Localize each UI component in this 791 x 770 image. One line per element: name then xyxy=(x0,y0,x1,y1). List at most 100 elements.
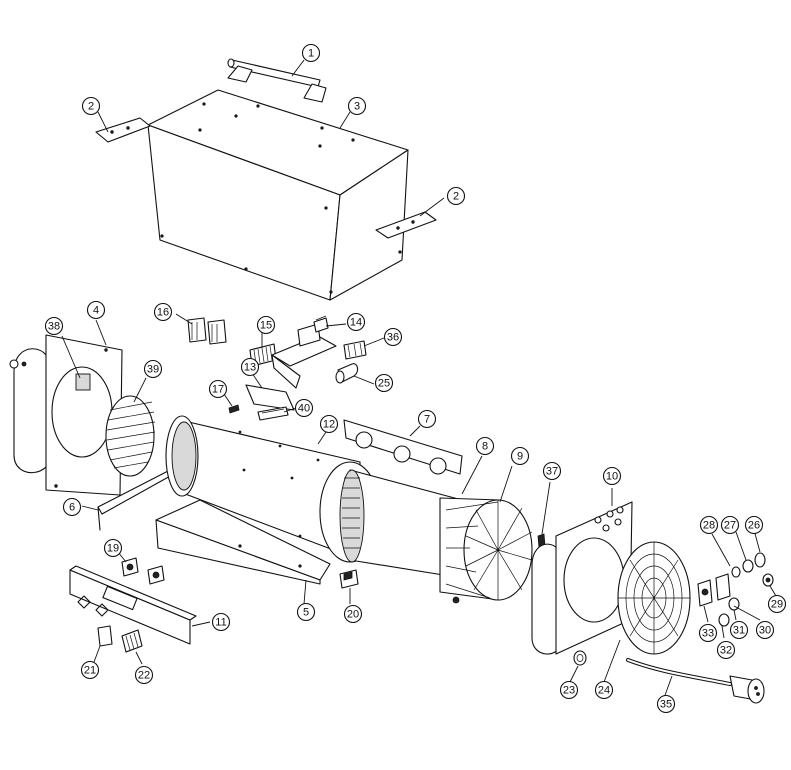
part-capacitor xyxy=(335,363,359,384)
callout-number: 40 xyxy=(298,403,310,415)
callout-circle xyxy=(542,461,562,481)
callout-number: 24 xyxy=(598,685,610,697)
callout-number: 7 xyxy=(424,414,430,426)
callout-number: 17 xyxy=(212,384,224,396)
callout-circle xyxy=(211,612,231,632)
callout-15: 15 xyxy=(256,315,276,335)
callout-circle xyxy=(744,515,764,535)
callout-2: 2 xyxy=(81,96,101,116)
part-relays xyxy=(187,317,227,345)
callout-8: 8 xyxy=(475,436,495,456)
callout-17: 17 xyxy=(208,379,228,399)
callout-number: 29 xyxy=(771,599,783,611)
part-heating-element xyxy=(339,469,463,579)
callout-circle xyxy=(755,620,775,640)
callout-number: 14 xyxy=(350,317,362,329)
callout-number: 38 xyxy=(48,321,60,333)
callout-36: 36 xyxy=(383,327,403,347)
callout-26: 26 xyxy=(744,515,764,535)
callout-28: 28 xyxy=(699,515,719,535)
callout-circle xyxy=(62,497,82,517)
callout-number: 11 xyxy=(215,617,226,629)
callout-circle xyxy=(698,623,718,643)
callout-40: 40 xyxy=(294,398,314,418)
callout-circle xyxy=(343,604,363,624)
part-front-grille xyxy=(617,541,691,655)
callout-circle xyxy=(510,446,530,466)
callout-35: 35 xyxy=(656,694,676,714)
callout-number: 13 xyxy=(244,362,256,374)
callout-circle xyxy=(417,409,437,429)
callout-29: 29 xyxy=(767,594,787,614)
callout-circle xyxy=(296,602,316,622)
callout-circle xyxy=(767,594,787,614)
part-grommet-23 xyxy=(573,650,587,666)
callout-number: 22 xyxy=(138,670,150,682)
callout-number: 12 xyxy=(323,419,335,431)
callout-7: 7 xyxy=(417,409,437,429)
callout-30: 30 xyxy=(755,620,775,640)
part-top-cover xyxy=(147,89,409,301)
callout-19: 19 xyxy=(103,538,123,558)
callout-circle xyxy=(103,538,123,558)
callout-circle xyxy=(294,398,314,418)
callout-number: 1 xyxy=(308,48,314,60)
part-plate-13 xyxy=(245,384,295,411)
part-switches xyxy=(121,557,165,585)
callout-circle xyxy=(319,414,339,434)
callout-4: 4 xyxy=(86,300,106,320)
part-block-20 xyxy=(339,569,359,589)
callout-3: 3 xyxy=(347,96,367,116)
part-screw-17 xyxy=(228,404,240,414)
callout-circle xyxy=(346,312,366,332)
callout-32: 32 xyxy=(716,640,736,660)
part-front-panel xyxy=(531,501,633,655)
callout-5: 5 xyxy=(296,602,316,622)
callout-circle xyxy=(44,316,64,336)
part-drum xyxy=(439,497,533,604)
callout-21: 21 xyxy=(80,660,100,680)
callout-22: 22 xyxy=(134,665,154,685)
callout-number: 37 xyxy=(546,466,558,478)
callout-27: 27 xyxy=(720,515,740,535)
callout-24: 24 xyxy=(594,680,614,700)
callout-circle xyxy=(347,96,367,116)
callout-circle xyxy=(153,302,173,322)
callout-number: 30 xyxy=(759,625,771,637)
callout-number: 23 xyxy=(563,685,575,697)
callout-number: 4 xyxy=(93,305,99,317)
callout-number: 39 xyxy=(147,364,159,376)
callout-circle xyxy=(475,436,495,456)
callout-9: 9 xyxy=(510,446,530,466)
callout-number: 32 xyxy=(720,645,732,657)
callout-10: 10 xyxy=(602,466,622,486)
callout-circle xyxy=(716,640,736,660)
callout-23: 23 xyxy=(559,680,579,700)
callout-circle xyxy=(208,379,228,399)
part-relay-36 xyxy=(343,340,367,360)
callout-number: 28 xyxy=(703,520,715,532)
part-base-tray xyxy=(155,499,331,585)
part-knob-21 xyxy=(97,625,113,647)
callout-number: 15 xyxy=(260,320,272,332)
part-bracket-left xyxy=(95,117,151,143)
callout-number: 25 xyxy=(378,378,390,390)
callout-circle xyxy=(720,515,740,535)
callout-number: 35 xyxy=(660,699,672,711)
callout-circle xyxy=(301,43,321,63)
callout-13: 13 xyxy=(240,357,260,377)
callout-number: 6 xyxy=(69,502,75,514)
callout-circle xyxy=(594,680,614,700)
callout-39: 39 xyxy=(143,359,163,379)
callout-number: 2 xyxy=(453,191,459,203)
callout-circle xyxy=(240,357,260,377)
callout-number: 36 xyxy=(387,332,399,344)
part-power-cord xyxy=(626,658,765,704)
callout-number: 33 xyxy=(702,628,714,640)
callout-38: 38 xyxy=(44,316,64,336)
callout-25: 25 xyxy=(374,373,394,393)
part-rear-grille xyxy=(105,395,156,477)
callout-number: 5 xyxy=(303,607,309,619)
